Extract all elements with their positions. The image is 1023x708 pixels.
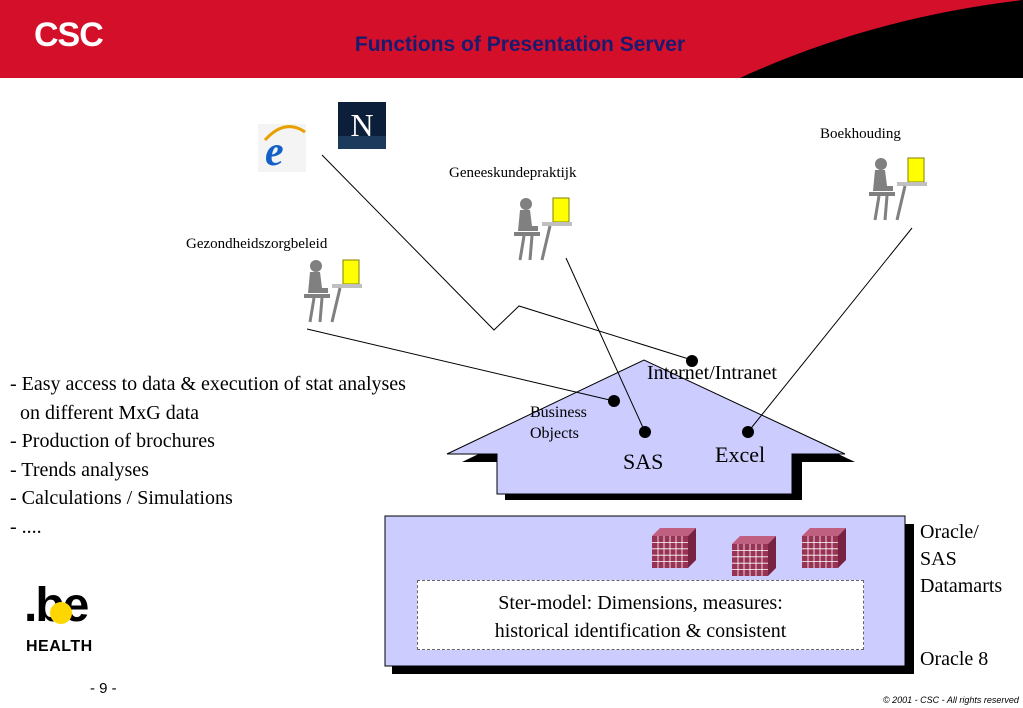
internet-intranet-label: Internet/Intranet [647, 362, 777, 384]
health-logo-text: HEALTH [26, 638, 93, 655]
business-objects-node [608, 395, 620, 407]
list-item: - Production of brochures [10, 430, 215, 452]
list-item: on different MxG data [10, 401, 200, 424]
svg-text:e: e [265, 129, 284, 175]
user-at-computer-icon [869, 157, 927, 221]
user-at-computer-icon [514, 197, 572, 261]
datamart-label-line-1: Oracle/ [920, 521, 979, 543]
excel-node [742, 426, 754, 438]
be-health-logo: .be HEALTH [24, 580, 114, 660]
header-background [0, 0, 1023, 78]
data-cube-icon [732, 536, 776, 576]
datamart-label-line-3: Datamarts [920, 575, 1003, 597]
datamart-label-line-2: SAS [920, 548, 957, 570]
user-label-practice: Geneeskundepraktijk [449, 165, 577, 181]
business-objects-label: Business Objects [530, 404, 587, 442]
list-item: - Calculations / Simulations [10, 487, 233, 509]
header-banner: CSC Functions of Presentation Server [0, 0, 1023, 78]
sas-label: SAS [623, 449, 664, 474]
sas-node [639, 426, 651, 438]
star-model-box: Ster-model: Dimensions, measures: histor… [417, 580, 864, 650]
function-list: - Easy access to data & execution of sta… [10, 370, 406, 541]
star-model-line-2: historical identification & consistent [494, 620, 787, 642]
intranet-node [686, 355, 698, 367]
data-cube-icon [802, 528, 846, 568]
list-item: - Trends analyses [10, 458, 149, 481]
practice-user-to-sas-line [565, 257, 646, 433]
datamart-label: Oracle/ SAS Datamarts [920, 519, 1002, 600]
policy-user-to-business-objects-line [306, 328, 615, 402]
list-item: - .... [10, 515, 42, 538]
header-black-swoosh [740, 0, 1023, 78]
page-title: Functions of Presentation Server [354, 33, 686, 56]
user-label-accounting: Boekhouding [820, 126, 901, 142]
user-label-policy: Gezondheidszorgbeleid [186, 236, 328, 252]
be-logo-yellow-dot [50, 602, 72, 624]
excel-label: Excel [715, 442, 766, 467]
netscape-letter: N [350, 107, 373, 143]
csc-logo: CSC [34, 16, 104, 54]
user-at-computer-icon [304, 259, 362, 323]
copyright: © 2001 - CSC - All rights reserved [883, 695, 1019, 705]
internet-explorer-icon: e [258, 124, 306, 175]
browser-to-intranet-line [321, 154, 693, 361]
accounting-user-to-excel-line [747, 227, 913, 433]
oracle8-label: Oracle 8 [920, 648, 989, 670]
page-number: - 9 - [90, 680, 117, 697]
data-cube-icon [652, 528, 696, 568]
list-item: - Easy access to data & execution of sta… [10, 373, 406, 395]
netscape-icon: N [338, 102, 386, 149]
star-model-line-1: Ster-model: Dimensions, measures: [498, 592, 783, 614]
